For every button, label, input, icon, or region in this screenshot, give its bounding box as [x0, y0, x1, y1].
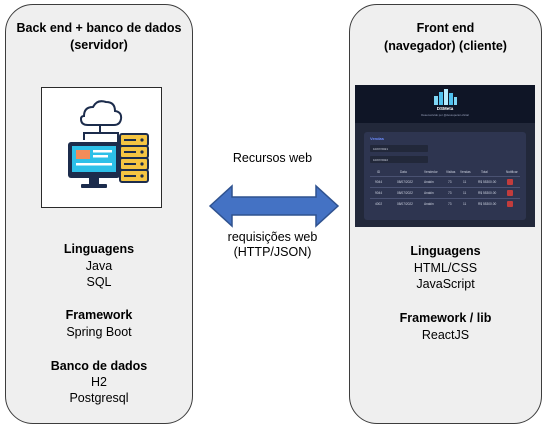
- row-cell: 9044: [375, 180, 383, 184]
- row-cell: 73: [448, 202, 452, 206]
- backend-database-h2: H2: [91, 375, 107, 389]
- row-cell: 08/07/2022: [397, 191, 413, 195]
- backend-languages-heading: Linguagens: [63, 242, 135, 256]
- row-cell: 08/07/2022: [397, 180, 413, 184]
- backend-framework-spring: Spring Boot: [66, 325, 132, 339]
- notify-button[interactable]: [507, 201, 513, 207]
- row-cell: 73: [448, 191, 452, 195]
- row-divider: [370, 187, 520, 188]
- notify-button[interactable]: [507, 190, 513, 196]
- date-to-input[interactable]: 10/07/2022: [370, 156, 428, 163]
- row-cell: Anakin: [424, 202, 434, 206]
- col-sales: Vendas: [460, 170, 471, 174]
- date-from-value: 10/07/2021: [373, 146, 389, 151]
- row-cell: 9044: [375, 191, 383, 195]
- backend-title-line1: Back end + banco de dados: [16, 21, 182, 35]
- col-date: Data: [400, 170, 407, 174]
- row-cell: 08/07/2022: [397, 202, 413, 206]
- dsmeta-logo-icon: [434, 89, 457, 105]
- bidirectional-arrow: [208, 184, 340, 228]
- sales-card-title: Vendas: [370, 136, 385, 141]
- server-illustration: [41, 87, 162, 208]
- row-divider: [370, 198, 520, 199]
- row-cell: 11: [463, 191, 467, 195]
- row-cell: 73: [448, 180, 452, 184]
- cloud-server-computer-icon: [68, 100, 149, 188]
- row-cell: R$ 55300.00: [478, 180, 497, 184]
- resources-label: Recursos web: [232, 151, 313, 165]
- app-tagline: Desenvolvido por @devsuperior.oficial: [421, 113, 469, 117]
- frontend-framework-heading: Framework / lib: [399, 311, 492, 325]
- sales-card: Vendas 10/07/2021 10/07/2022 ID Data Ven…: [364, 132, 526, 220]
- row-cell: 4002: [375, 202, 383, 206]
- date-to-value: 10/07/2022: [373, 157, 389, 162]
- row-cell: Anakin: [424, 191, 434, 195]
- row-cell: Anakin: [424, 180, 434, 184]
- row-cell: R$ 55300.00: [478, 191, 497, 195]
- col-id: ID: [377, 170, 381, 174]
- backend-language-sql: SQL: [86, 275, 112, 289]
- header-divider: [370, 176, 520, 177]
- backend-database-postgresql: Postgresql: [69, 391, 129, 405]
- frontend-language-htmlcss: HTML/CSS: [413, 261, 478, 275]
- backend-language-java: Java: [85, 259, 113, 273]
- frontend-panel: Front end (navegador) (cliente) DSMeta D…: [349, 4, 542, 424]
- row-cell: 11: [463, 180, 467, 184]
- app-brand: DSMeta: [436, 106, 454, 111]
- frontend-framework-react: ReactJS: [421, 328, 470, 342]
- notify-button[interactable]: [507, 179, 513, 185]
- requests-label-line1: requisições web: [227, 230, 318, 244]
- col-notify: Notificar: [506, 170, 518, 174]
- backend-panel: Back end + banco de dados (servidor): [5, 4, 193, 424]
- app-screenshot: DSMeta Desenvolvido por @devsuperior.ofi…: [355, 85, 535, 227]
- frontend-language-javascript: JavaScript: [416, 277, 475, 291]
- backend-framework-heading: Framework: [65, 308, 133, 322]
- row-cell: R$ 55300.00: [478, 202, 497, 206]
- col-total: Total: [481, 170, 488, 174]
- frontend-title-line1: Front end: [416, 21, 475, 35]
- frontend-languages-heading: Linguagens: [410, 244, 481, 258]
- requests-label-line2: (HTTP/JSON): [233, 245, 312, 259]
- date-from-input[interactable]: 10/07/2021: [370, 145, 428, 152]
- row-cell: 11: [463, 202, 467, 206]
- col-visits: Visitas: [446, 170, 456, 174]
- backend-database-heading: Banco de dados: [50, 359, 148, 373]
- col-seller: Vendedor: [424, 170, 438, 174]
- app-header: DSMeta Desenvolvido por @devsuperior.ofi…: [355, 85, 535, 123]
- frontend-title-line2: (navegador) (cliente): [384, 39, 507, 53]
- backend-title-line2: (servidor): [70, 38, 128, 52]
